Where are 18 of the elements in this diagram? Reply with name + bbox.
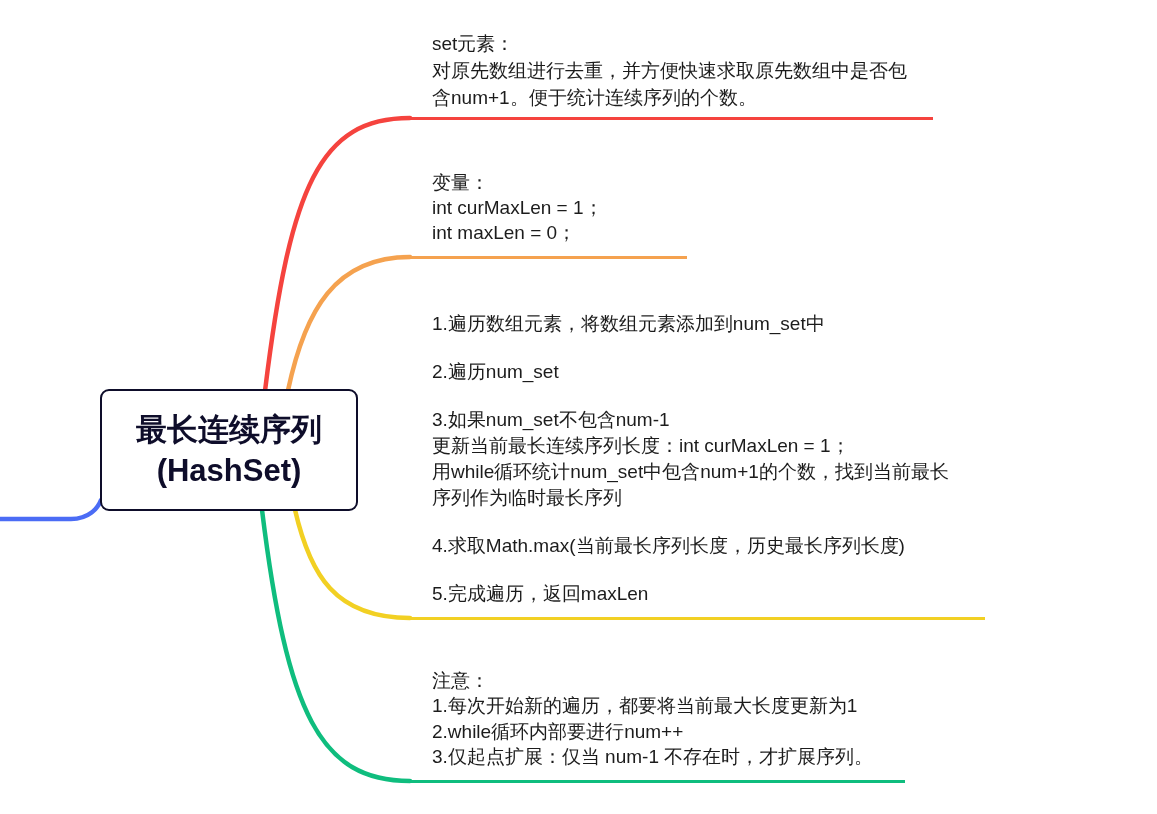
topic-text: 对原先数组进行去重，并方便快速求取原先数组中是否包含num+1。便于统计连续序列的个数。 [432, 58, 908, 110]
topic-heading: set元素： [432, 31, 516, 56]
topic-text: int curMaxLen = 1； [432, 195, 604, 220]
topic-text: 3.仅起点扩展：仅当 num-1 不存在时，才扩展序列。 [432, 745, 875, 769]
step-text: 5.完成遍历，返回maxLen [432, 581, 650, 606]
topic-text: int maxLen = 0； [432, 220, 578, 245]
step-text: 1.遍历数组元素，将数组元素添加到num_set中 [432, 311, 826, 337]
topic-heading: 变量： [432, 170, 490, 195]
topic-text: 2.while循环内部要进行num++ [432, 719, 685, 744]
step-text: 用while循环统计num_set中包含num+1的个数，找到当前最长序列作为临时最长序列 [432, 459, 950, 510]
topic-heading: 注意： [432, 668, 490, 693]
root-topic-box [100, 389, 358, 511]
root-topic-title: 最长连续序列(HashSet) [135, 411, 323, 490]
step-text: 4.求取Math.max(当前最长序列长度，历史最长序列长度) [432, 533, 906, 558]
step-text: 更新当前最长连续序列长度：int curMaxLen = 1； [432, 433, 851, 458]
topic-text: 1.每次开始新的遍历，都要将当前最大长度更新为1 [432, 694, 859, 718]
step-text: 3.如果num_set不包含num-1 [432, 407, 671, 433]
step-text: 2.遍历num_set [432, 359, 560, 385]
